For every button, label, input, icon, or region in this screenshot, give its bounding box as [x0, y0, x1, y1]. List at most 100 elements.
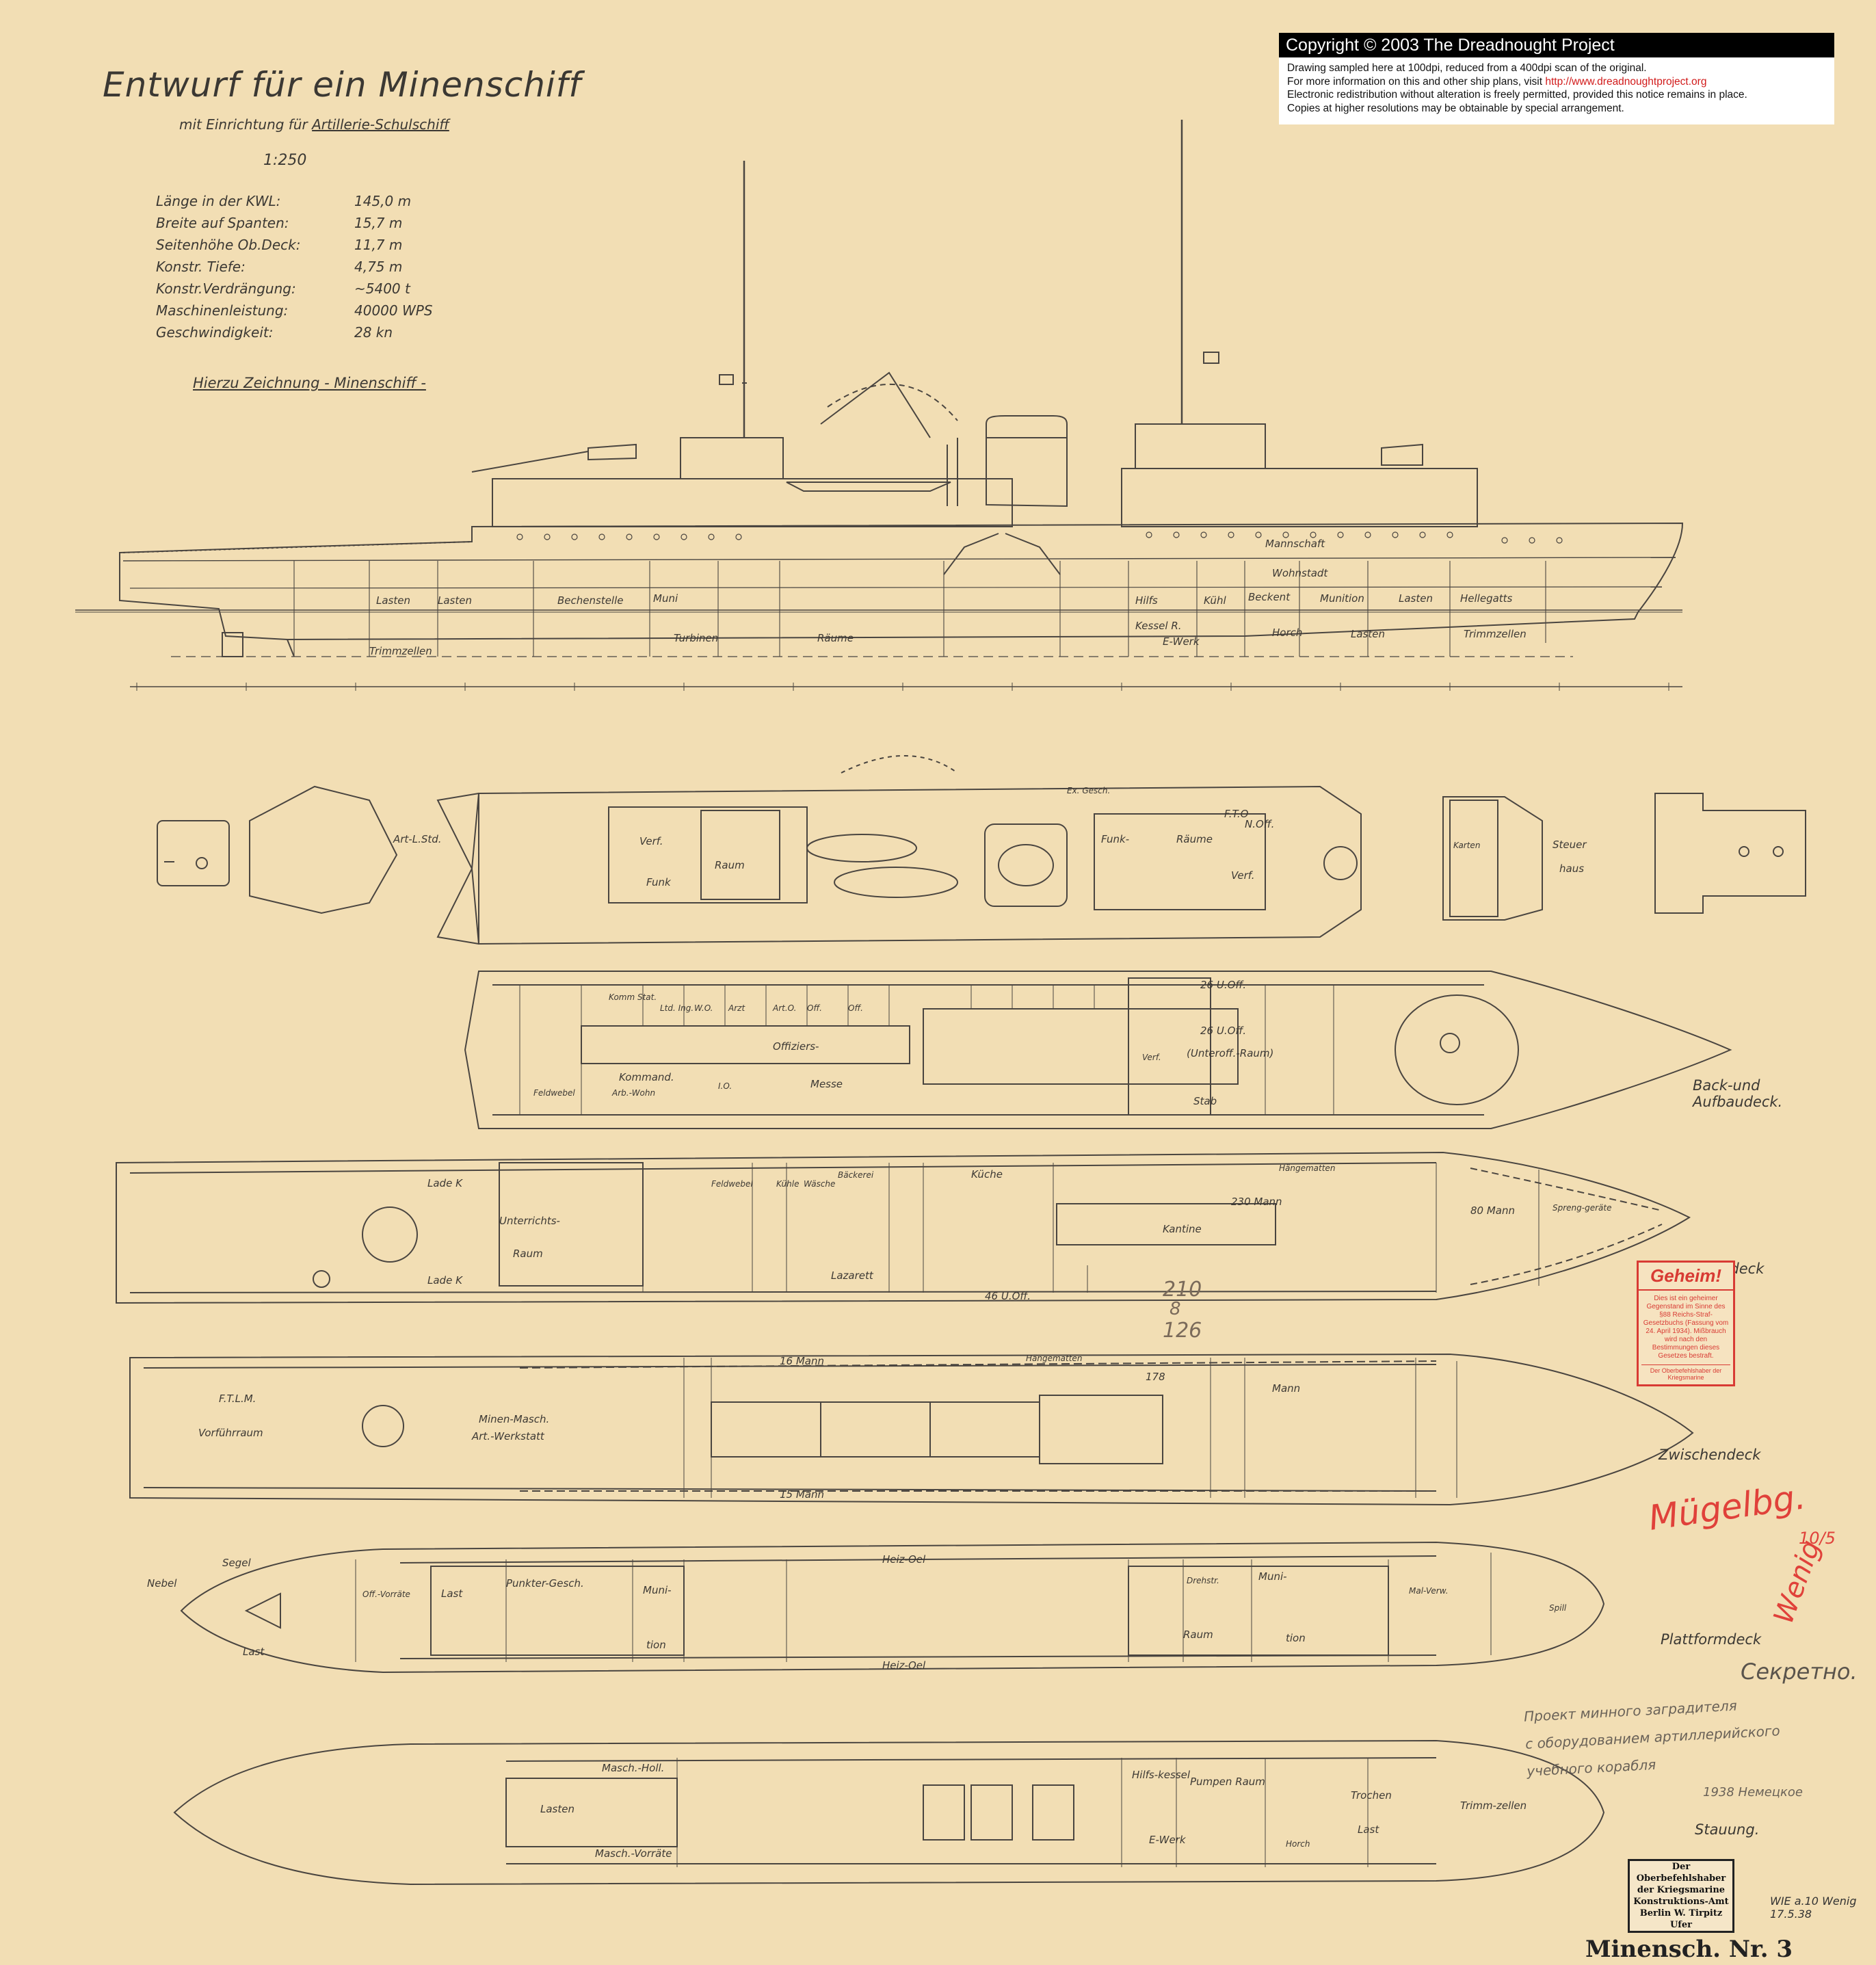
plan-label: Wäsche [804, 1179, 835, 1189]
profile-label: Lasten [1399, 592, 1433, 605]
dreadnought-link[interactable]: http://www.dreadnoughtproject.org [1545, 75, 1707, 88]
profile-label: Trimmzellen [1464, 628, 1527, 640]
spec-label: Maschinenleistung: [156, 302, 289, 319]
plan-label: Bäckerei [838, 1170, 874, 1180]
copyright-line-prefix: For more information on this and other s… [1287, 75, 1543, 88]
spec-row: Geschwindigkeit:28 kn [156, 321, 443, 343]
profile-label: Kessel R. [1135, 620, 1182, 632]
profile-label: Hilfs [1135, 594, 1158, 607]
copyright-line: Drawing sampled here at 100dpi, reduced … [1287, 62, 1647, 74]
plan-label: Offiziers- [773, 1040, 819, 1053]
spec-value: 15,7 m [354, 215, 403, 231]
profile-label: E-Werk [1163, 635, 1200, 648]
plan-label: Funk [646, 876, 672, 888]
plan-label: 16 Mann [780, 1355, 824, 1367]
pencil-number: 8 [1170, 1299, 1181, 1319]
navy-stamp: Der Oberbefehlshaber der Kriegsmarine Ko… [1628, 1859, 1734, 1933]
profile-label: Lasten [1351, 628, 1385, 640]
plan-label: Küche [971, 1168, 1003, 1181]
plan-label: 26 U.Off. [1200, 979, 1246, 991]
plan-label: Ltd. Ing. [660, 1003, 693, 1013]
plan-label: Kantine [1163, 1223, 1202, 1235]
plan-label: Trochen [1351, 1789, 1392, 1802]
drawing-subtitle: mit Einrichtung für Artillerie-Schulschi… [179, 116, 449, 133]
plan-label: (Unteroff.-Raum) [1187, 1047, 1273, 1059]
spec-value: 4,75 m [354, 259, 403, 275]
profile-label: Mannschaft [1265, 538, 1325, 550]
navy-stamp-line: Der Oberbefehlshaber [1636, 1862, 1726, 1884]
spec-table: Länge in der KWL:145,0 m Breite auf Span… [156, 190, 443, 343]
copyright-notice: Copyright © 2003 The Dreadnought Project… [1279, 33, 1834, 124]
plan-label: Raum [513, 1248, 543, 1260]
plan-label: Muni- [1258, 1570, 1287, 1583]
oberdeck-labels: Lade K Unterrichts- Raum Lade K Feldwebe… [427, 1163, 1611, 1302]
plan-label: Hängematten [1026, 1354, 1082, 1363]
profile-label: Wohnstadt [1272, 567, 1328, 579]
plan-label: tion [646, 1639, 666, 1651]
deck-label-line: Back-und [1693, 1077, 1760, 1094]
profile-label: Munition [1320, 592, 1364, 605]
spec-row: Seitenhöhe Ob.Deck:11,7 m [156, 234, 443, 256]
zwischendeck-labels: F.T.L.M. Vorführraum Minen-Masch. Art.-W… [198, 1354, 1300, 1501]
stauung-labels: Masch.-Holl. Lasten Masch.-Vorräte Hilfs… [540, 1762, 1527, 1860]
profile-label: Muni [653, 592, 678, 605]
spec-label: Geschwindigkeit: [156, 324, 274, 341]
plan-label: Heiz-Oel [882, 1553, 926, 1566]
plan-label: Lasten [540, 1803, 574, 1815]
plan-label: tion [1286, 1632, 1306, 1644]
spec-row: Breite auf Spanten:15,7 m [156, 212, 443, 234]
plattformdeck-plan [180, 1541, 1605, 1674]
spec-value: 40000 WPS [354, 302, 433, 319]
drawing-number: Minensch. Nr. 3 [1585, 1936, 1793, 1963]
plan-label: Minen-Masch. [479, 1413, 549, 1425]
plan-label: Hängematten [1279, 1163, 1335, 1173]
spec-label: Konstr.Verdrängung: [156, 280, 296, 297]
plan-label: Raum [1183, 1628, 1213, 1641]
navy-stamp-line: der Kriegsmarine [1637, 1885, 1726, 1895]
plattformdeck-labels: Nebel Segel Last Off.-Vorräte Last Punkt… [147, 1553, 1567, 1672]
profile-label: Räume [817, 632, 854, 644]
plan-label: Art.-Werkstatt [471, 1430, 545, 1442]
plan-label: Kühle [776, 1179, 799, 1189]
plan-label: Karten [1453, 841, 1480, 850]
profile-labels: Lasten Lasten Bechenstelle Muni Hilfs Kü… [369, 538, 1527, 657]
copyright-body: Drawing sampled here at 100dpi, reduced … [1279, 57, 1834, 119]
copyright-line: For more information on this and other s… [1287, 75, 1826, 89]
spec-row: Länge in der KWL:145,0 m [156, 190, 443, 212]
plan-label: Ex. Gesch. [1067, 786, 1110, 795]
red-date: 10/5 [1799, 1529, 1836, 1548]
profile-label: Lasten [376, 594, 410, 607]
pencil-number: 210 [1163, 1278, 1202, 1302]
russian-date-note: 1938 Немецкое [1703, 1785, 1804, 1799]
plan-label: Mal-Verw. [1409, 1586, 1449, 1596]
plan-label: Drehstr. [1187, 1576, 1219, 1585]
deck-label-plattformdeck: Plattformdeck [1661, 1631, 1762, 1648]
plan-label: Spreng-geräte [1553, 1203, 1611, 1213]
plan-label: Verf. [1142, 1053, 1161, 1062]
plan-label: Last [243, 1646, 265, 1658]
zwischendeck-plan [129, 1353, 1694, 1506]
plan-label: Mann [1272, 1382, 1300, 1395]
plan-label: Horch [1286, 1839, 1310, 1849]
plan-label: Masch.-Vorräte [595, 1847, 672, 1860]
profile-label: Horch [1272, 627, 1302, 639]
navy-stamp-line: Berlin W. Tirpitz Ufer [1639, 1908, 1723, 1930]
spec-row: Maschinenleistung: 40000 WPS [156, 300, 443, 321]
superstructure-plans [157, 755, 1806, 945]
plan-label: 178 [1146, 1371, 1165, 1383]
plan-label: Hilfs-kessel [1132, 1769, 1191, 1781]
copyright-line: Copies at higher resolutions may be obta… [1287, 102, 1624, 114]
plan-label: Nebel [147, 1577, 177, 1590]
plan-label: Komm Stat. [609, 992, 657, 1002]
plan-label: Segel [222, 1557, 252, 1569]
plan-label: 80 Mann [1470, 1204, 1515, 1217]
signature-date: WIE a.10 Wenig 17.5.38 [1770, 1895, 1857, 1921]
plan-label: Unterrichts- [499, 1215, 560, 1227]
deck-label-stauung: Stauung. [1695, 1821, 1760, 1838]
plan-label: Art-L.Std. [393, 833, 442, 845]
secret-stamp-foot: Der Oberbefehlshaber der Kriegsmarine [1641, 1364, 1730, 1381]
profile-label: Turbinen [674, 632, 718, 644]
back-deck-plan [464, 971, 1732, 1129]
